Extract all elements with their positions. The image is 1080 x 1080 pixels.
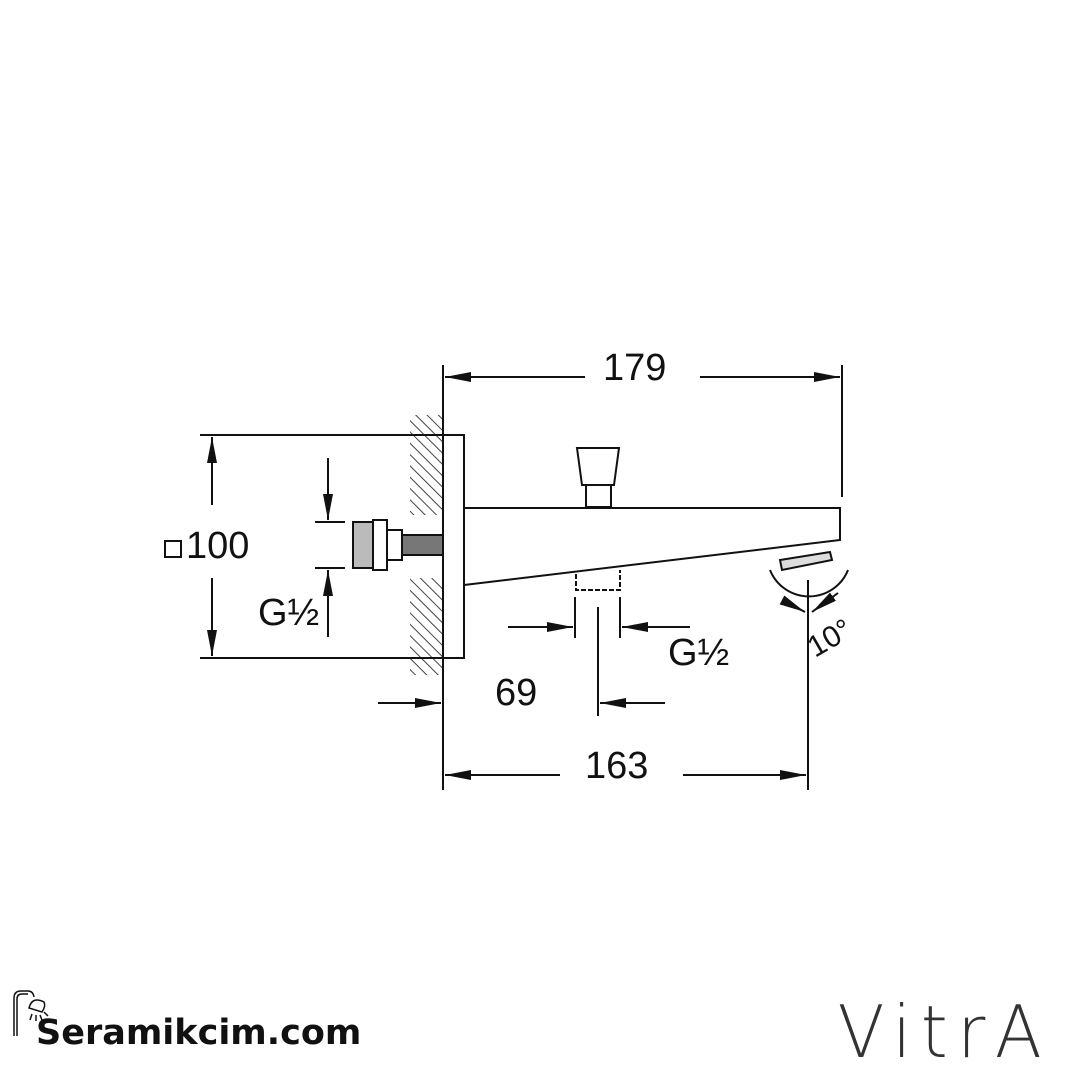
angle-arc <box>769 569 849 598</box>
aerator-nozzle <box>778 550 834 572</box>
wall-hatch-bottom <box>410 578 443 675</box>
inlet-pipe <box>401 534 444 556</box>
inlet-nut <box>372 519 388 571</box>
dim-69-label: 69 <box>495 672 537 714</box>
angle-arrow-right <box>811 592 839 613</box>
angle-arrow-left <box>779 595 806 613</box>
shower-head-icon <box>13 990 49 1036</box>
inlet-collar <box>386 529 403 561</box>
inlet-thread <box>352 521 374 569</box>
diverter-stem <box>585 484 612 508</box>
spout-body <box>463 507 841 586</box>
wall-plate <box>442 434 465 659</box>
square-symbol-icon <box>164 540 182 558</box>
seramikcim-logo: Seramikcim.com <box>36 1013 362 1053</box>
wall-hatch-top <box>410 415 443 515</box>
bottom-outlet <box>575 570 621 591</box>
outlet-thread-label: G½ <box>668 632 729 674</box>
angle-label: 10° <box>802 613 858 664</box>
diverter-knob <box>575 447 621 486</box>
dim-163-label: 163 <box>585 745 648 787</box>
inlet-thread-label: G½ <box>258 592 319 634</box>
dim-100-label: 100 <box>186 525 249 567</box>
dim-179-label: 179 <box>603 347 666 389</box>
vitra-logo: VitrA <box>837 990 1052 1074</box>
